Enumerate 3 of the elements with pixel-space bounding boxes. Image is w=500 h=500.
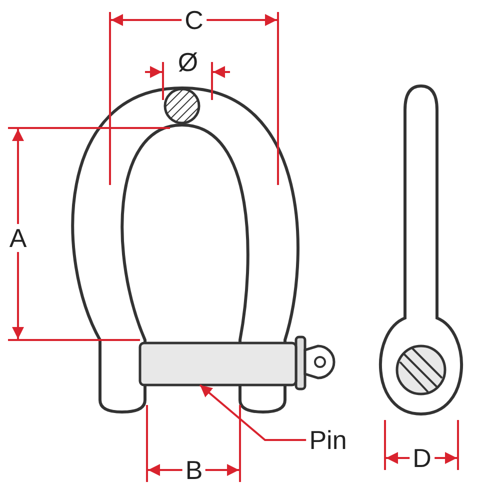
dimension-label: A xyxy=(6,224,30,252)
pin-drawing xyxy=(138,342,298,386)
leader-line xyxy=(199,384,306,441)
